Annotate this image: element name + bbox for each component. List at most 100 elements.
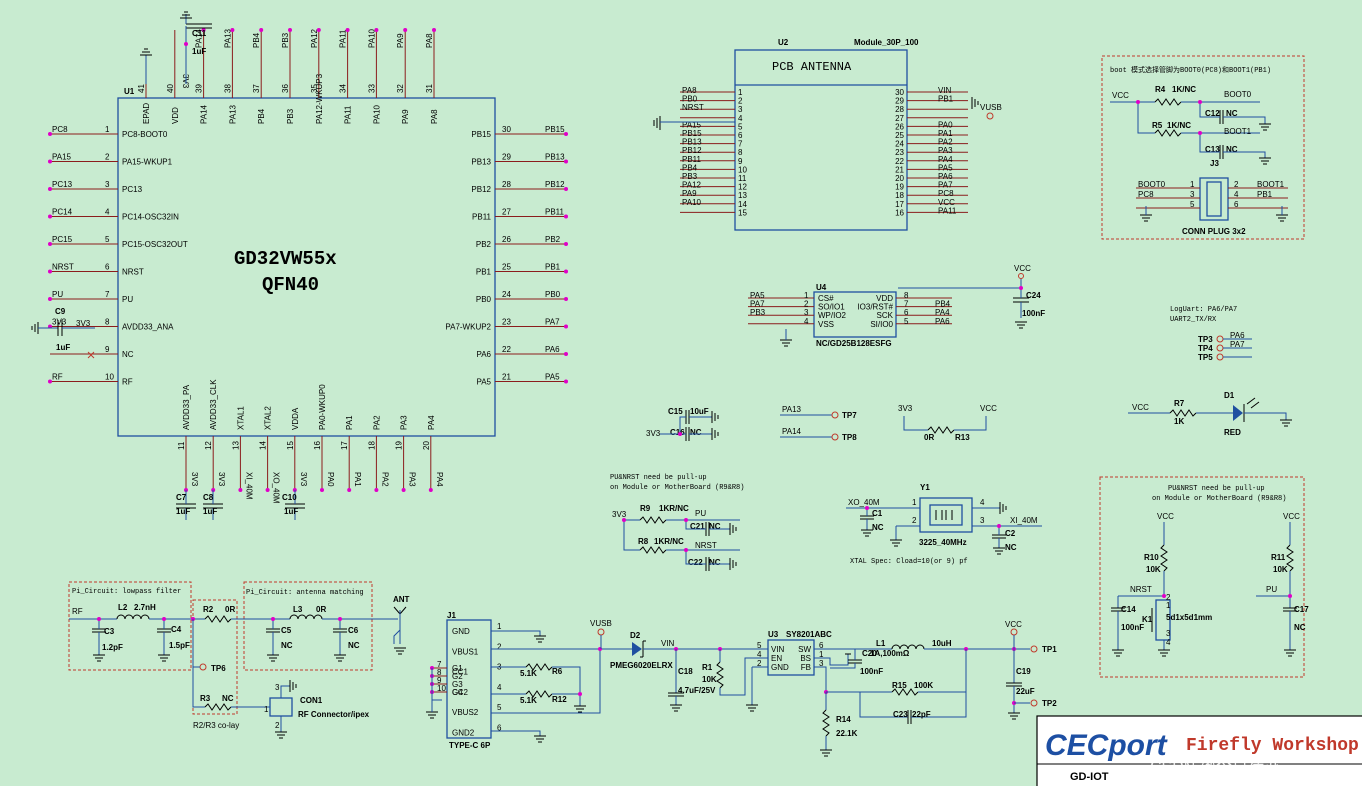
usb-pin-number: 5 <box>497 703 502 712</box>
svg-text:Pi_Circuit: lowpass filter: Pi_Circuit: lowpass filter <box>72 588 181 596</box>
svg-text:C6: C6 <box>348 626 359 635</box>
svg-text:RED: RED <box>1224 428 1241 437</box>
u4-pin-number: 2 <box>804 300 809 309</box>
svg-text:NC: NC <box>1226 109 1238 118</box>
svg-text:VUSB: VUSB <box>980 103 1002 112</box>
svg-text:1.2pF: 1.2pF <box>102 643 123 652</box>
u1-pin-number: 38 <box>223 84 232 93</box>
u1-net-label: RF <box>52 373 63 382</box>
pullup-r9-r8: PU&NRST need be pull-up on Module or Mot… <box>610 474 744 571</box>
u2-pin-number: 27 <box>895 114 904 123</box>
junction-dot <box>48 214 52 219</box>
svg-text:PA13: PA13 <box>782 405 802 414</box>
svg-text:U3: U3 <box>768 630 779 639</box>
u1-pin-number: 2 <box>105 153 110 162</box>
svg-text:VCC: VCC <box>1014 264 1031 273</box>
junction-dot <box>259 28 264 32</box>
led-block: VCC R7 1K D1 RED <box>1128 391 1292 437</box>
u1-pin-number: 27 <box>502 208 511 217</box>
svg-text:100K: 100K <box>914 681 933 690</box>
usb-pin-name: GND2 <box>452 729 475 738</box>
u1-pin-name: PB1 <box>476 268 492 277</box>
svg-text:TP8: TP8 <box>842 433 857 442</box>
u1-pin-number: 24 <box>502 290 511 299</box>
svg-text:10K: 10K <box>1273 565 1288 574</box>
svg-text:22.1K: 22.1K <box>836 729 858 738</box>
u3-pin-name: GND <box>771 663 789 672</box>
junction-dot <box>48 297 52 301</box>
junction-dot <box>48 242 52 246</box>
svg-text:NC/GD25B128ESFG: NC/GD25B128ESFG <box>816 339 892 348</box>
u2-pin-number: 12 <box>738 183 747 192</box>
u2-pin-number: 14 <box>738 200 747 209</box>
u3-pin-name: SW <box>798 645 811 654</box>
svg-text:10uH: 10uH <box>932 639 952 648</box>
svg-text:J1: J1 <box>447 611 456 620</box>
u1-left-pins: 1PC8-BOOT0PC82PA15-WKUP1PA153PC13PC134PC… <box>48 125 188 387</box>
u1-pin-number: 16 <box>313 441 322 450</box>
u2-pin-number: 2 <box>738 97 743 106</box>
c9-cap: C9 1uF 3V3 <box>31 307 95 352</box>
uart-tp-circle <box>1216 344 1224 352</box>
u2-pin-number: 21 <box>895 165 904 174</box>
svg-text:10uF: 10uF <box>690 407 709 416</box>
u2-net-label: PA10 <box>682 198 702 207</box>
svg-text:C10: C10 <box>282 493 297 502</box>
usb-pin-name: VBUS1 <box>452 647 479 656</box>
uart-tp-circle <box>1216 353 1224 361</box>
usb-gpin-number: 10 <box>437 684 446 693</box>
svg-text:10K: 10K <box>1146 565 1161 574</box>
svg-text:TP2: TP2 <box>1042 699 1057 708</box>
u2-pin-number: 7 <box>738 140 743 149</box>
u2-net-label: PA1 <box>938 129 953 138</box>
j3-net-label: PC8 <box>1138 190 1154 199</box>
usb-gpin-name: G2 <box>452 672 463 681</box>
u4-pin-number: 1 <box>804 291 809 300</box>
u1-net-label: XI_40M <box>244 472 253 500</box>
u2-module: U2 Module_30P_100 PCB ANTENNA 1PA82PB03N… <box>653 38 1002 231</box>
u1-pin-number: 11 <box>177 441 186 450</box>
u3-pin-number: 5 <box>757 641 762 650</box>
svg-text:XO_40M: XO_40M <box>848 498 880 507</box>
svg-text:100nF: 100nF <box>1121 623 1144 632</box>
u1-net-label: PB12 <box>545 180 565 189</box>
u1-net-label: XO_40M <box>272 472 281 504</box>
u1-net-label: PA8 <box>425 33 434 48</box>
u2-pin-number: 29 <box>895 97 904 106</box>
svg-text:TP1: TP1 <box>1042 645 1057 654</box>
u1-net-label: PA4 <box>435 472 444 487</box>
u2-net-label: PA0 <box>938 120 953 129</box>
j3-net-label: BOOT0 <box>1138 180 1166 189</box>
junction-dot <box>564 269 568 274</box>
u2-pin-number: 6 <box>738 131 743 140</box>
u1-pin-number: 12 <box>204 441 213 450</box>
junction-dot <box>316 28 321 32</box>
u1-pin-number: 25 <box>502 263 511 272</box>
j3-net-label: BOOT1 <box>1257 180 1285 189</box>
junction-dot <box>48 379 52 384</box>
u1-net-label: PC8 <box>52 125 68 134</box>
u1-net-label: PU <box>52 290 63 299</box>
u1-bottom-caps: C7 C8 C10 1uF 1uF 1uF <box>176 490 305 520</box>
svg-text:2: 2 <box>275 721 280 730</box>
svg-text:C4: C4 <box>171 625 182 634</box>
u2-net-label: PB13 <box>682 138 702 147</box>
u2-pin-number: 28 <box>895 105 904 114</box>
u1-pin-number: 4 <box>105 208 110 217</box>
u2-pin-number: 10 <box>738 165 747 174</box>
u1-pin-number: 8 <box>105 318 110 327</box>
u4-pin-number: 5 <box>904 317 909 326</box>
u1-top-pins: 41EPAD40VDD3V339PA14PA1438PA13PA1337PB4P… <box>137 28 439 124</box>
junction-dot <box>345 28 350 32</box>
u1-pin-name: XTAL2 <box>264 406 273 430</box>
u1-pin-name: PA2 <box>372 415 381 430</box>
j3-net-label: PB1 <box>1257 190 1273 199</box>
u4-net-label: PA6 <box>935 317 950 326</box>
u2-pin-number: 18 <box>895 191 904 200</box>
svg-text:0R: 0R <box>225 605 235 614</box>
svg-text:1uF: 1uF <box>56 343 70 352</box>
svg-text:NC: NC <box>348 641 360 650</box>
u1-pin-name: PA4 <box>427 415 436 430</box>
svg-text:Y1: Y1 <box>920 483 930 492</box>
